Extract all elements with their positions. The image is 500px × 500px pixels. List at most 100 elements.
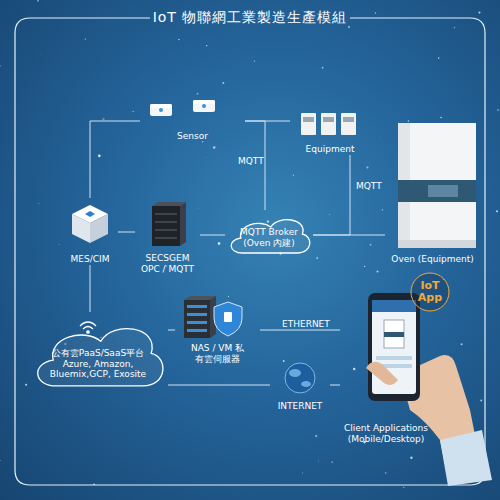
star-dot <box>385 472 387 474</box>
edge-label: ETHERNET <box>282 319 330 329</box>
frame-border <box>15 18 485 485</box>
star-dot <box>267 220 269 222</box>
star-dot <box>206 156 208 158</box>
wifi-symbol <box>80 322 96 333</box>
star-dot <box>408 120 409 121</box>
node-label: Equipment <box>306 144 355 155</box>
star-dot <box>478 12 480 14</box>
star-dot <box>403 487 404 488</box>
node-label: INTERNET <box>278 401 323 412</box>
star-dot <box>98 155 101 158</box>
star-dot <box>377 270 379 272</box>
star-dot <box>102 118 104 120</box>
gateway-node: SECSGEM OPC / MQTT <box>135 205 200 275</box>
star-dot <box>316 257 318 259</box>
private-server-node: NAS / VM 私有雲伺服器 <box>175 295 260 365</box>
public-cloud: 公有雲PaaS/SaaS平台 Azure, Amazon, Bluemix,GC… <box>28 312 168 398</box>
mes-node: MES/CIM <box>62 198 118 265</box>
node-label: MES/CIM <box>71 254 110 265</box>
star-field <box>0 0 499 488</box>
star-dot <box>213 146 215 148</box>
star-dot <box>283 360 285 362</box>
connector-line <box>313 155 350 235</box>
star-dot <box>382 209 383 210</box>
node-label: Client Applications (Mobile/Desktop) <box>340 423 432 445</box>
star-dot <box>38 203 39 204</box>
star-dot <box>364 266 365 267</box>
node-label: Oven (Equipment) <box>391 254 473 265</box>
app-badge: IoT App <box>410 272 450 312</box>
cloud-outline-path <box>231 220 310 253</box>
connector-line <box>90 265 91 312</box>
client-node: Client Applications (Mobile/Desktop) <box>340 290 460 445</box>
node-label: Sensor <box>177 131 208 142</box>
connector-line <box>313 235 385 236</box>
node-label: MQTT Broker (Oven 內建) <box>231 227 307 249</box>
connector-line <box>118 232 135 233</box>
connector-line <box>168 385 270 386</box>
star-dot <box>461 343 463 345</box>
star-dot <box>222 82 224 84</box>
star-dot <box>331 461 333 463</box>
star-dot <box>375 12 376 13</box>
star-dot <box>58 244 60 246</box>
star-dot <box>315 435 317 437</box>
node-label: 公有雲PaaS/SaaS平台 Azure, Amazon, Bluemix,GC… <box>42 348 154 380</box>
star-dot <box>197 207 199 209</box>
star-dot <box>100 337 101 338</box>
star-dot <box>302 472 303 473</box>
star-dot <box>318 460 320 462</box>
connector-line <box>90 121 140 198</box>
mes-cube-icon <box>72 205 108 243</box>
star-dot <box>438 57 439 58</box>
node-label: IoT App <box>410 280 450 303</box>
star-dot <box>197 93 199 95</box>
star-dot <box>254 60 255 61</box>
internet-node: INTERNET <box>270 360 330 412</box>
star-dot <box>329 214 331 216</box>
star-dot <box>353 368 356 371</box>
diagram-title: IoT 物聯網工業製造生產模組 <box>150 9 350 27</box>
connector-line <box>200 235 225 236</box>
star-dot <box>0 460 1 461</box>
star-dot <box>39 53 41 55</box>
connector-line <box>330 385 340 386</box>
broker-cloud: MQTT Broker (Oven 內建) <box>225 210 313 260</box>
connector-line <box>260 330 340 331</box>
edge-label: MQTT <box>356 181 382 191</box>
connector-line <box>168 330 175 331</box>
star-dot <box>218 242 221 245</box>
star-dot <box>228 296 229 297</box>
sensor-node: Sensor <box>140 100 245 142</box>
star-dot <box>361 448 363 450</box>
star-dot <box>85 38 86 39</box>
star-dot <box>37 0 39 2</box>
star-dot <box>348 26 350 28</box>
sensor-icon <box>150 100 215 116</box>
node-label: SECSGEM OPC / MQTT <box>135 253 200 275</box>
equipment-node: Equipment <box>290 108 370 155</box>
star-dot <box>366 166 368 168</box>
oven-node: Oven (Equipment) <box>385 118 480 265</box>
star-dot <box>206 45 207 46</box>
badge-circle <box>411 273 449 311</box>
star-dot <box>497 109 499 111</box>
star-dot <box>0 65 1 67</box>
globe-icon <box>285 363 315 393</box>
server-icon <box>152 202 186 246</box>
star-dot <box>496 210 498 212</box>
cloud-outline-path <box>38 329 163 386</box>
hand-with-phone <box>366 293 492 486</box>
star-dot <box>202 141 203 142</box>
star-dot <box>25 384 27 386</box>
star-dot <box>380 137 382 139</box>
equipment-icon <box>301 113 356 135</box>
star-dot <box>440 117 441 118</box>
edge-label: MQTT <box>238 156 264 166</box>
star-dot <box>410 457 412 459</box>
star-dot <box>370 244 372 246</box>
star-dot <box>480 399 482 401</box>
nas-server-icon <box>184 296 242 338</box>
